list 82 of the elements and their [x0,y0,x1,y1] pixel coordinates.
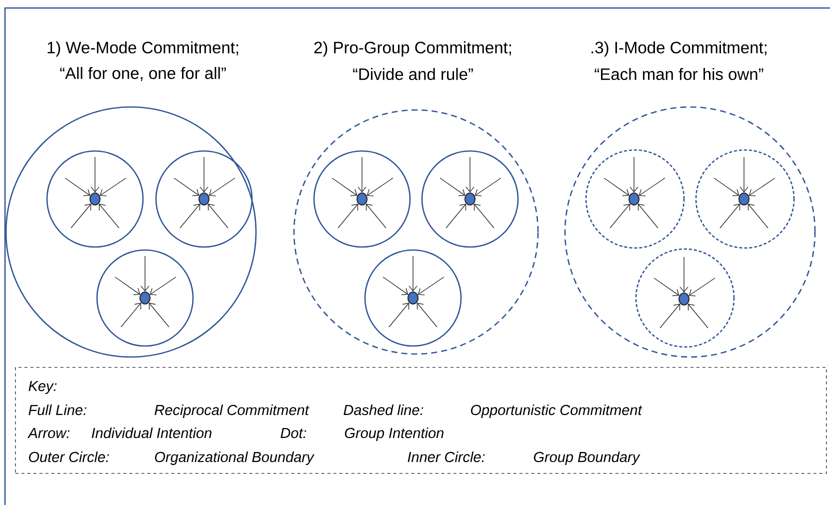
key-text: Group Intention [344,427,444,441]
title-text: “Divide and rule” [353,68,473,80]
key-text: Inner Circle: [408,451,485,462]
key-text: Dot: [280,428,306,438]
key-text: Key: [28,381,57,394]
arrow [358,156,366,192]
arrow [740,156,748,192]
arrow [382,276,408,296]
arrow [140,256,150,292]
arrow [208,178,236,196]
arrow [388,302,410,328]
arrow [474,178,502,196]
arrow [720,204,740,228]
key-text: Organizational Boundary [155,451,314,465]
arrow [338,204,358,228]
key-text: Arrow: [28,428,70,438]
title-text: “Each man for his own” [594,68,764,80]
arrow [680,256,688,292]
arrow [466,156,474,192]
arrow [474,204,494,228]
dot [90,192,100,206]
arrow [408,256,418,292]
inner-circle [635,248,735,348]
key-text: Reciprocal Commitment [154,404,310,418]
inner-circle [695,149,795,249]
arrow [446,204,466,228]
arrow [120,302,142,328]
arrow [416,302,438,328]
arrow [638,204,658,228]
arrow [748,178,776,196]
dot [140,292,150,304]
arrow [604,178,630,196]
dot [464,192,476,206]
arrow [748,204,768,228]
arrow [630,156,638,192]
arrow [418,276,444,296]
dot [738,192,750,206]
key-text: Full Line: [28,404,86,416]
dot [356,192,368,206]
inner-circle [155,150,253,248]
arrow [660,304,680,328]
inner-circle [96,249,194,347]
inner-circle [313,150,411,248]
title-text: 1) We-Mode Commitment; [48,41,238,57]
inner-circle [585,149,685,249]
arrow [688,278,716,296]
title-text: .3) I-Mode Commitment; [592,41,766,57]
arrow [148,302,170,328]
inner-circle [421,150,519,248]
arrow [332,178,358,196]
arrow [64,178,90,196]
arrow [714,178,740,196]
inner-circle [46,150,144,248]
arrow [440,178,466,196]
arrow [150,276,176,296]
key-text: Opportunistic Commitment [471,404,642,418]
arrow [638,178,666,196]
key-text: Individual Intention [92,427,212,438]
arrow [114,276,140,296]
arrow [180,204,200,228]
dot [628,192,640,206]
arrow [654,278,680,296]
dot [408,292,418,304]
key-text: Dashed line: [344,404,424,416]
arrow [90,156,100,192]
arrow [98,204,120,228]
title-text: “All for one, one for all” [60,66,226,82]
arrow [200,156,208,192]
dot [678,292,690,306]
inner-circle [364,249,462,347]
arrow [208,204,228,228]
arrow [688,304,708,328]
title-text: 2) Pro-Group Commitment; [314,41,511,57]
key-text: Outer Circle: [29,451,109,462]
arrow [174,178,200,196]
arrow [366,178,394,196]
arrow [366,204,386,228]
dot [198,192,210,206]
arrow [70,204,92,228]
arrow [100,178,126,196]
key-text: Group Boundary [534,451,640,465]
arrow [610,204,630,228]
